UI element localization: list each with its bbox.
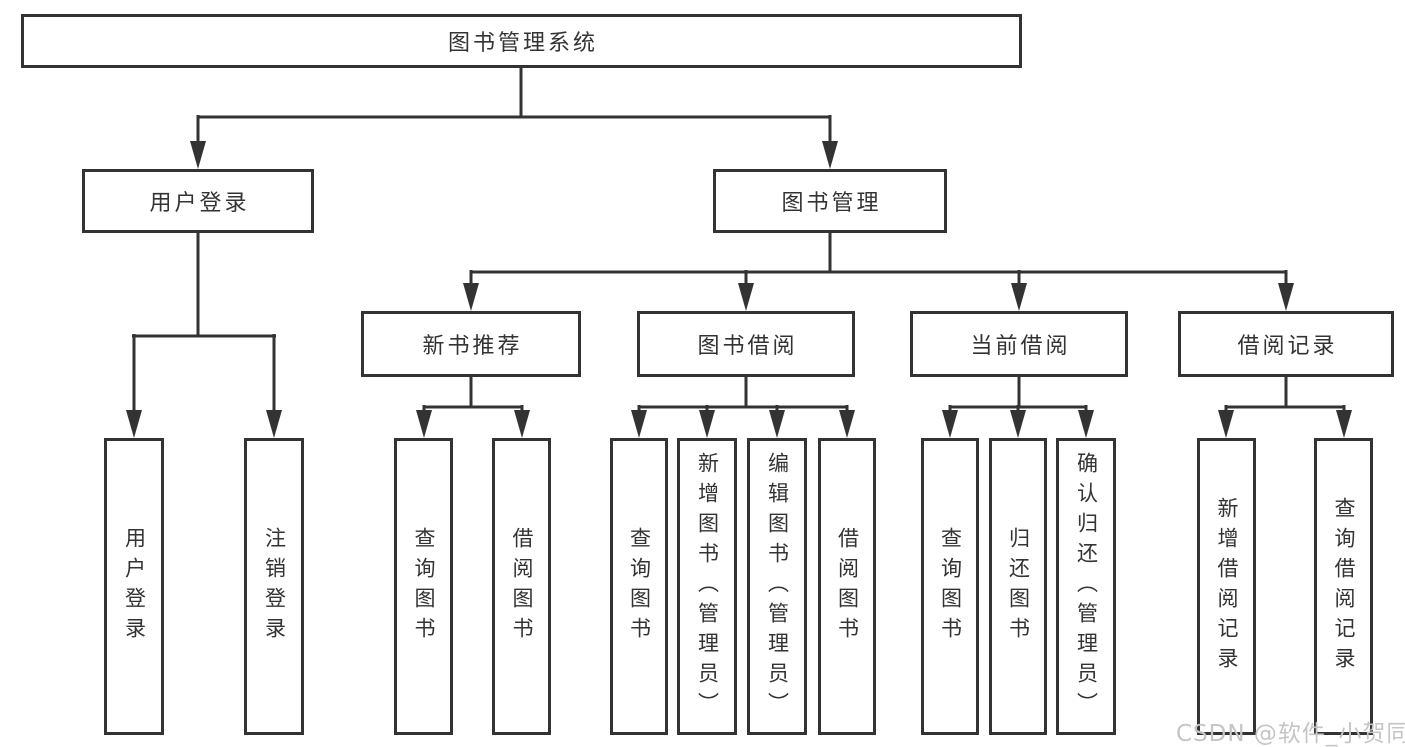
node-label: 图书管理 bbox=[781, 191, 882, 216]
node-label: 编辑图书（管理员） bbox=[765, 451, 790, 722]
node-label: 查询图书 bbox=[938, 526, 963, 647]
node-label: 图书借阅 bbox=[697, 334, 798, 359]
node-label: 新增图书（管理员） bbox=[695, 451, 720, 722]
leaf-query-borrow-record: 查询借阅记录 bbox=[1314, 438, 1373, 735]
node-label: 确认归还（管理员） bbox=[1074, 451, 1099, 722]
node-borrowing-records: 借阅记录 bbox=[1178, 311, 1394, 377]
leaf-borrow-books-borrowing: 借阅图书 bbox=[818, 438, 876, 735]
node-label: 归还图书 bbox=[1006, 526, 1031, 647]
node-label: 查询图书 bbox=[412, 526, 436, 647]
leaf-query-books-current: 查询图书 bbox=[921, 438, 979, 735]
node-label: 借阅图书 bbox=[510, 526, 534, 647]
leaf-edit-book-admin: 编辑图书（管理员） bbox=[747, 438, 807, 735]
node-root: 图书管理系统 bbox=[21, 14, 1022, 68]
node-label: 用户登录 bbox=[149, 191, 250, 216]
leaf-logout: 注销登录 bbox=[244, 438, 304, 735]
node-book-borrowing: 图书借阅 bbox=[637, 311, 855, 377]
leaf-confirm-return-admin: 确认归还（管理员） bbox=[1056, 438, 1116, 735]
leaf-query-books-borrowing: 查询图书 bbox=[610, 438, 668, 735]
leaf-borrow-books-recommend: 借阅图书 bbox=[492, 438, 551, 735]
leaf-return-books: 归还图书 bbox=[989, 438, 1047, 735]
node-label: 借阅图书 bbox=[835, 526, 860, 647]
leaf-add-borrow-record: 新增借阅记录 bbox=[1197, 438, 1256, 735]
node-current-borrowing: 当前借阅 bbox=[910, 311, 1128, 377]
node-label: 当前借阅 bbox=[970, 334, 1071, 359]
leaf-add-book-admin: 新增图书（管理员） bbox=[677, 438, 737, 735]
watermark: CSDN @软件_小贺同学 bbox=[1176, 721, 1405, 747]
node-label: 用户登录 bbox=[122, 526, 147, 647]
node-label: 借阅记录 bbox=[1237, 334, 1338, 359]
node-label: 新增借阅记录 bbox=[1215, 496, 1239, 677]
node-user-login: 用户登录 bbox=[82, 169, 314, 233]
leaf-user-login: 用户登录 bbox=[104, 438, 164, 735]
node-label: 新书推荐 bbox=[422, 334, 523, 359]
node-label: 查询图书 bbox=[627, 526, 652, 647]
leaf-query-books-recommend: 查询图书 bbox=[394, 438, 453, 735]
node-new-book-recommendation: 新书推荐 bbox=[361, 311, 581, 377]
node-label: 图书管理系统 bbox=[447, 31, 598, 56]
node-book-management: 图书管理 bbox=[713, 169, 947, 233]
node-label: 查询借阅记录 bbox=[1332, 496, 1356, 677]
node-label: 注销登录 bbox=[262, 526, 287, 647]
